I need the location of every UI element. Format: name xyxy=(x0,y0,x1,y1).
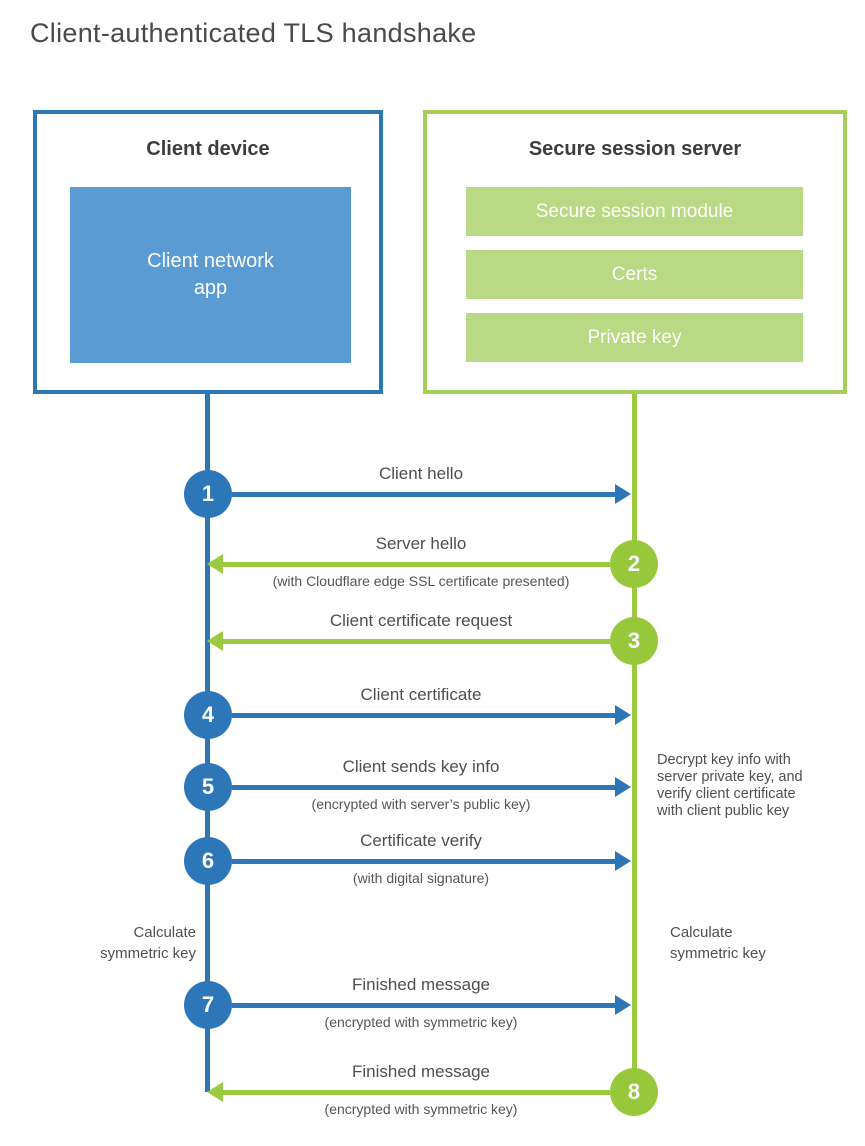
flow-row-3: 3 Client certificate request xyxy=(0,601,865,681)
step-number: 7 xyxy=(201,992,215,1017)
client-network-app-box: Client network app xyxy=(70,187,351,363)
flow-row-8: 8 Finished message (encrypted with symme… xyxy=(0,1052,865,1132)
page-title: Client-authenticated TLS handshake xyxy=(30,18,477,48)
server-module-certs: Certs xyxy=(466,250,803,299)
step-number: 8 xyxy=(627,1079,641,1104)
step-circle-5: 5 xyxy=(184,763,232,811)
arrow-server-to-client xyxy=(223,562,610,567)
arrowhead-right-icon xyxy=(615,851,631,871)
arrow-client-to-server xyxy=(232,1003,615,1008)
flow-row-6: 6 Certificate verify (with digital signa… xyxy=(0,821,865,901)
server-lifeline xyxy=(632,390,637,1092)
step-circle-4: 4 xyxy=(184,691,232,739)
arrowhead-left-icon xyxy=(207,631,223,651)
message-label: Certificate verify xyxy=(360,831,482,850)
client-device-title: Client device xyxy=(146,138,270,160)
message-label: Server hello xyxy=(375,534,467,553)
step-number: 1 xyxy=(201,481,215,506)
arrow-client-to-server xyxy=(232,859,615,864)
client-lifeline xyxy=(205,390,210,1092)
flow-row-4: 4 Client certificate xyxy=(0,675,865,755)
step-number: 5 xyxy=(201,774,215,799)
server-decrypt-note: Decrypt key info with server private key… xyxy=(657,752,865,820)
server-module-private-key: Private key xyxy=(466,313,803,362)
step-circle-8: 8 xyxy=(610,1068,658,1116)
flow-row-7: 7 Finished message (encrypted with symme… xyxy=(0,965,865,1045)
step-circle-2: 2 xyxy=(610,540,658,588)
arrow-server-to-client xyxy=(223,1090,610,1095)
flow-row-2: 2 Server hello (with Cloudflare edge SSL… xyxy=(0,524,865,604)
message-sublabel: (with digital signature) xyxy=(352,870,490,886)
message-label: Client sends key info xyxy=(342,757,500,776)
message-sublabel: (encrypted with server’s public key) xyxy=(311,796,531,812)
arrowhead-right-icon xyxy=(615,995,631,1015)
flow-row-5: 5 Client sends key info (encrypted with … xyxy=(0,747,865,827)
step-number: 6 xyxy=(201,848,215,873)
note-line: Decrypt key info with xyxy=(657,752,791,768)
step-number: 3 xyxy=(627,628,641,653)
arrowhead-right-icon xyxy=(615,777,631,797)
message-label: Client certificate request xyxy=(329,611,513,630)
note-line: with client public key xyxy=(657,803,790,819)
server-calculate-symmetric-key-note: Calculate symmetric key xyxy=(670,924,766,962)
step-circle-1: 1 xyxy=(184,470,232,518)
arrowhead-left-icon xyxy=(207,1082,223,1102)
arrowhead-right-icon xyxy=(615,484,631,504)
flow-row-1: 1 Client hello xyxy=(0,454,865,534)
step-circle-6: 6 xyxy=(184,837,232,885)
message-label: Finished message xyxy=(352,1062,490,1081)
arrowhead-left-icon xyxy=(207,554,223,574)
message-sublabel: (with Cloudflare edge SSL certificate pr… xyxy=(272,573,570,589)
message-label: Client hello xyxy=(378,464,464,483)
step-number: 2 xyxy=(627,551,641,576)
message-label: Finished message xyxy=(352,975,490,994)
secure-session-server-title: Secure session server xyxy=(528,138,742,160)
note-line: server private key, and xyxy=(657,769,803,785)
server-module-secure-session: Secure session module xyxy=(466,187,803,236)
arrowhead-right-icon xyxy=(615,705,631,725)
client-calculate-symmetric-key-note: Calculate symmetric key xyxy=(100,924,196,962)
arrow-client-to-server xyxy=(232,785,615,790)
message-sublabel: (encrypted with symmetric key) xyxy=(324,1014,518,1030)
step-circle-3: 3 xyxy=(610,617,658,665)
message-label: Client certificate xyxy=(360,685,482,704)
note-line: verify client certificate xyxy=(657,786,796,802)
step-circle-7: 7 xyxy=(184,981,232,1029)
step-number: 4 xyxy=(201,702,215,727)
arrow-server-to-client xyxy=(223,639,610,644)
arrow-client-to-server xyxy=(232,713,615,718)
message-sublabel: (encrypted with symmetric key) xyxy=(324,1101,518,1117)
arrow-client-to-server xyxy=(232,492,615,497)
